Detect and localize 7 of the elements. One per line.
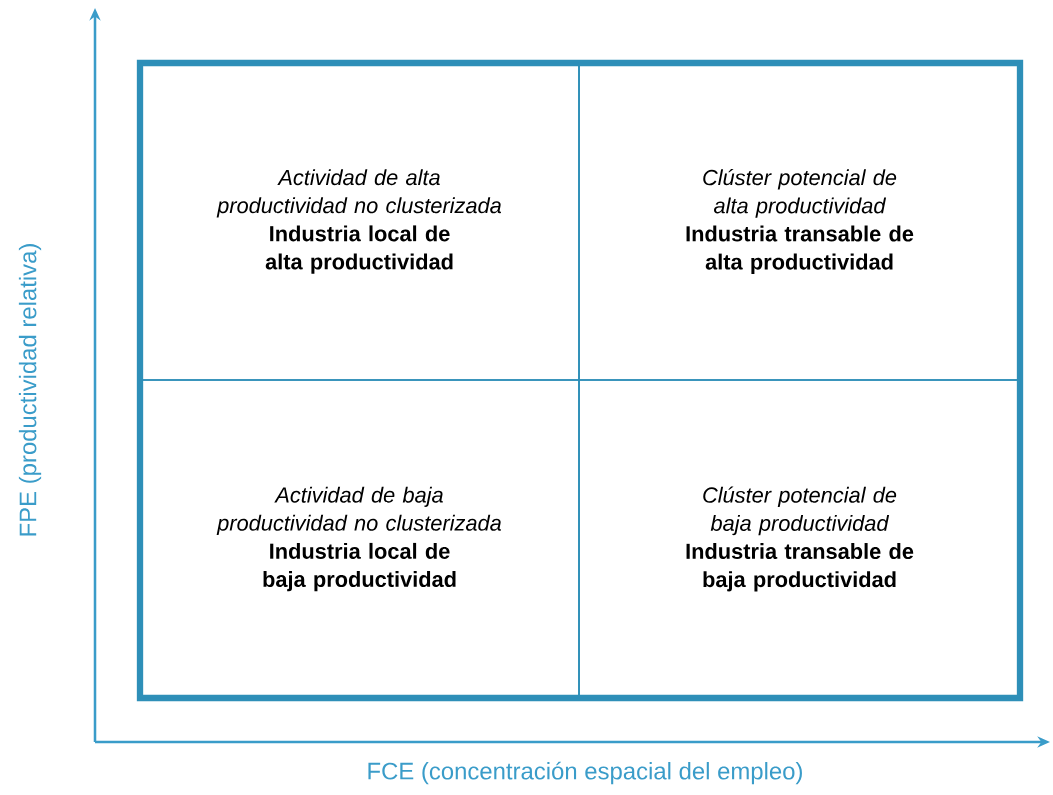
axis-label: FCE (concentración espacial del empleo) — [368, 761, 802, 785]
quadrant-cell: Clúster potencial de baja productividad Industria transable de baja productividad — [578, 379, 1021, 699]
matrix-frame — [136, 59, 1024, 702]
quadrant-cell: Actividad de alta productividad no clusterizada Industria local de alta productividad — [139, 62, 580, 381]
quadrant-cell: Clúster potencial de alta productividad Industria transable de alta productividad — [578, 62, 1021, 381]
axis-label: FPE (productividad relativa) — [18, 244, 42, 536]
quadrant-cell: Actividad de baja productividad no clusterizada Industria local de baja productividad — [139, 379, 580, 699]
